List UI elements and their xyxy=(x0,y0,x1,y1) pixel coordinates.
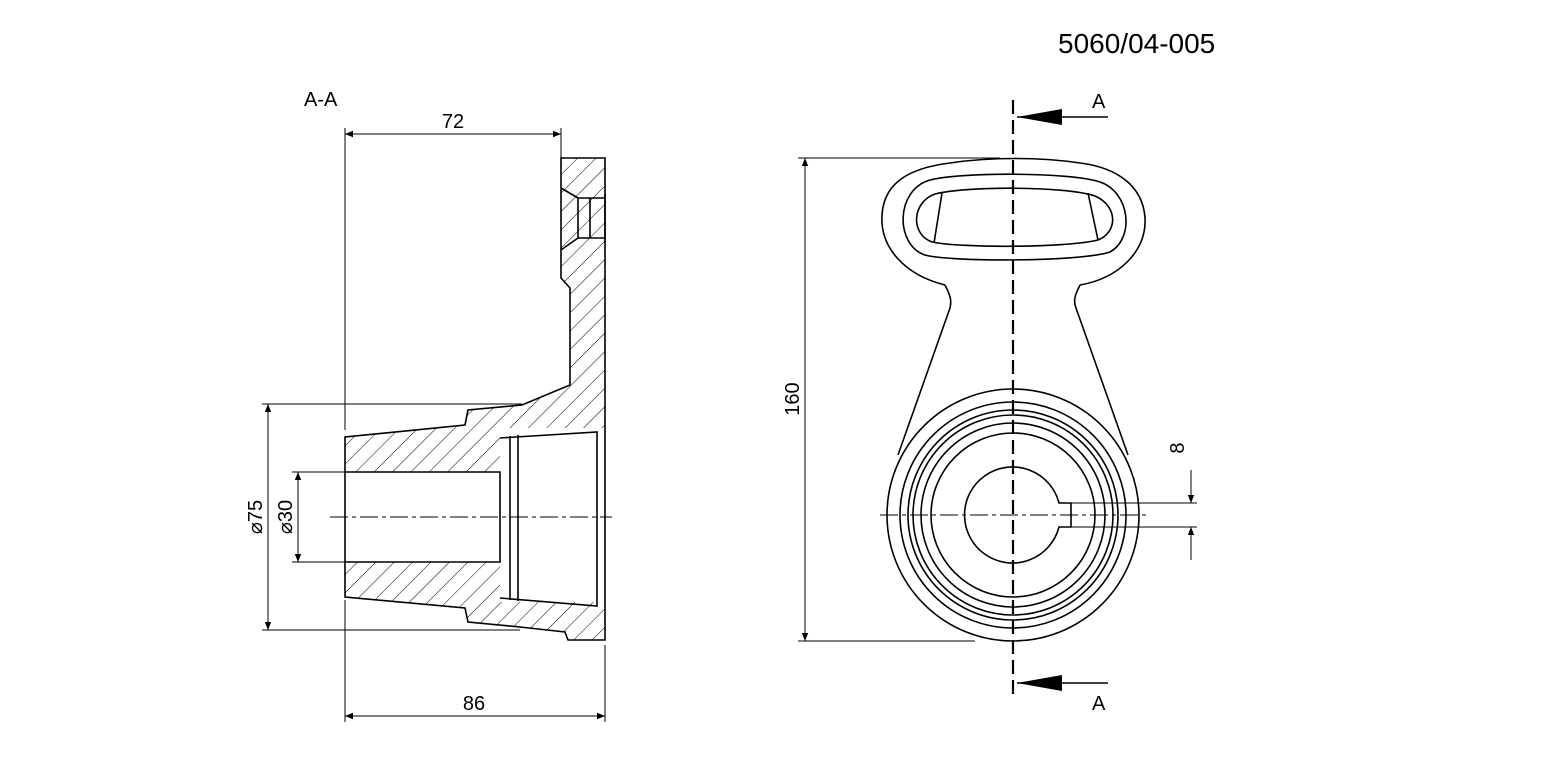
dim-8-text: 8 xyxy=(1167,442,1189,453)
section-label: A-A xyxy=(304,89,338,111)
section-counterbore xyxy=(499,431,598,607)
drawing-number: 5060/04-005 xyxy=(1058,28,1215,59)
section-view: A-A 72 86 ⌀75 ⌀30 xyxy=(245,89,612,722)
neck-left xyxy=(897,284,952,456)
cut-label-top: A xyxy=(1092,91,1106,113)
section-top-hole xyxy=(560,187,606,251)
dim-72-text: 72 xyxy=(442,111,464,133)
body-ring-2 xyxy=(907,409,1119,621)
section-bore xyxy=(345,471,501,563)
neck-right xyxy=(1073,284,1129,456)
bore-with-keyway xyxy=(963,466,1072,564)
section-outline xyxy=(344,157,606,641)
dim-75-text: ⌀75 xyxy=(245,500,267,534)
dim-160-text: 160 xyxy=(782,382,804,415)
cut-arrowhead-bottom xyxy=(1017,675,1062,691)
cut-arrowhead-top xyxy=(1017,109,1062,125)
handle-rib-right xyxy=(1087,192,1099,241)
cut-label-bottom: A xyxy=(1092,693,1106,715)
handle-inner-outer xyxy=(902,173,1127,261)
section-hatch-lower xyxy=(345,562,605,640)
front-view: A A 160 8 xyxy=(782,91,1197,715)
section-hatch-upper xyxy=(345,158,605,472)
dim-30-text: ⌀30 xyxy=(275,500,297,534)
dim-86-text: 86 xyxy=(463,693,485,715)
handle-outer xyxy=(881,157,1146,286)
handle-rib-left xyxy=(933,192,943,244)
handle-inner-inner xyxy=(915,187,1114,248)
